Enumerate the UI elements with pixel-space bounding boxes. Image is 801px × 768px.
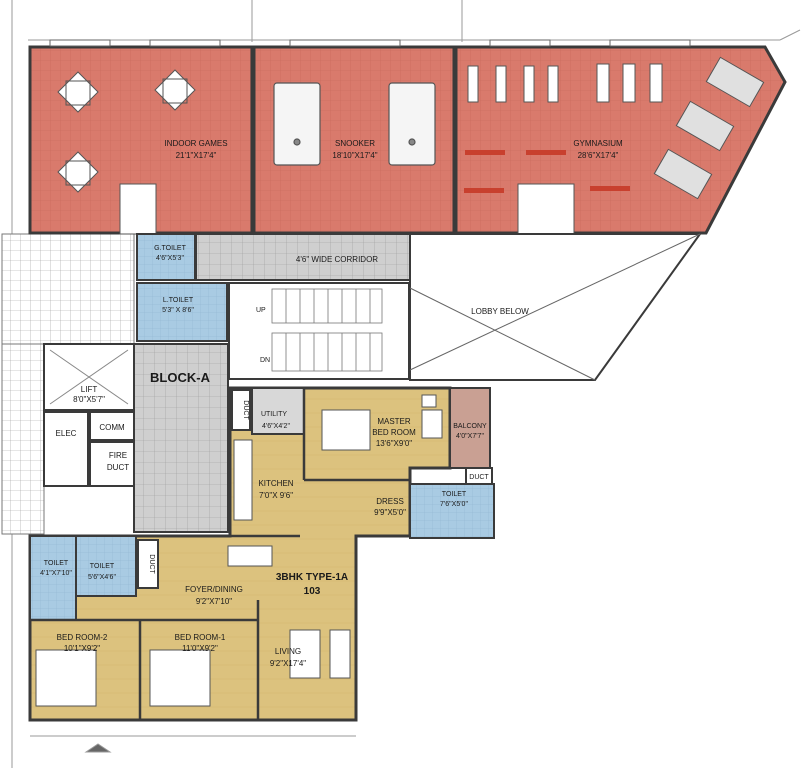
living-size: 9'2"X17'4" (270, 659, 306, 668)
toilet-left-label: TOILET (44, 560, 69, 567)
duct-label-lower: DUCT (148, 554, 155, 574)
elec-label: ELEC (56, 429, 77, 438)
toilet-mid-label: TOILET (90, 563, 115, 570)
apartment-103 (28, 386, 495, 722)
master-bed-label-1: MASTER (377, 417, 411, 426)
snooker-tables (273, 82, 436, 166)
terrace-left (1, 233, 135, 345)
lift-size: 8'0"X5'7" (73, 395, 105, 404)
balcony (449, 387, 491, 469)
duct-shaft-balcony (465, 467, 493, 485)
dress-size: 9'9"X5'0" (374, 508, 406, 517)
utility-size: 4'6"X4'2" (262, 423, 290, 430)
block-a-label: BLOCK-A (150, 370, 211, 385)
utility-label: UTILITY (261, 411, 287, 418)
g-toilet (136, 233, 196, 281)
master-toilet-size: 7'6"X5'0" (440, 501, 468, 508)
kitchen-label: KITCHEN (258, 479, 293, 488)
labels: INDOOR GAMES 21'1"X17'4" SNOOKER 18'10"X… (40, 139, 623, 668)
l-toilet-size: 5'3" X 8'6" (162, 307, 194, 314)
amenity-alcoves (119, 183, 575, 235)
duct-shaft-lower (137, 539, 159, 589)
master-bed-size: 13'6"X9'0" (376, 439, 412, 448)
snooker-size: 18'10"X17'4" (332, 151, 377, 160)
duct-label-upper: DUCT (242, 400, 249, 420)
balcony-label: BALCONY (453, 423, 487, 430)
gymnasium-size: 28'6"X17'4" (578, 151, 619, 160)
utility-room (251, 387, 305, 435)
stair-core (228, 282, 410, 380)
bed1-size: 11'0"X9'2" (182, 644, 218, 653)
balcony-size: 4'0"X7'7" (456, 433, 484, 440)
indoor-games-label: INDOOR GAMES (164, 139, 227, 148)
kitchen-size: 7'0"X 9'6" (259, 491, 293, 500)
snooker-label: SNOOKER (335, 139, 375, 148)
living-label: LIVING (275, 647, 301, 656)
bed2-label: BED ROOM-2 (57, 633, 108, 642)
lobby-below (409, 233, 702, 381)
toilet-mid (75, 535, 137, 597)
gym-equipment (464, 56, 765, 200)
foyer-label: FOYER/DINING (185, 585, 243, 594)
toilet-left-size: 4'1"X7'10" (40, 570, 72, 577)
comm-label: COMM (99, 423, 125, 432)
gymnasium-label: GYMNASIUM (573, 139, 623, 148)
stair-up-label: UP (256, 307, 266, 314)
site-bottom (30, 735, 356, 753)
master-bed-label-2: BED ROOM (372, 428, 416, 437)
unit-number-label: 103 (304, 586, 321, 597)
dress-label: DRESS (376, 497, 404, 506)
foyer-size: 9'2"X7'10" (196, 597, 232, 606)
toilet-mid-size: 5'6"X4'6" (88, 574, 116, 581)
service-core (43, 343, 135, 487)
stair-down-label: DN (260, 357, 270, 364)
lift-label: LIFT (81, 385, 98, 394)
fire-duct-label-1: FIRE (109, 451, 127, 460)
indoor-games-size: 21'1"X17'4" (176, 151, 217, 160)
g-toilet-size: 4'6"X5'3" (156, 255, 184, 262)
toilet-left (29, 535, 77, 621)
master-toilet (409, 483, 495, 539)
duct-shaft-upper (231, 389, 251, 431)
corridor-label: 4'6" WIDE CORRIDOR (296, 255, 378, 264)
unit-type-label: 3BHK TYPE-1A (276, 572, 348, 583)
terrace-left-lower (1, 343, 45, 535)
lobby-label: LOBBY BELOW (471, 307, 529, 316)
bed2-size: 10'1"X9'2" (64, 644, 100, 653)
game-tables (57, 69, 196, 193)
g-toilet-label: G.TOILET (154, 245, 186, 252)
l-toilet (136, 282, 228, 342)
bed1-label: BED ROOM-1 (175, 633, 226, 642)
block-a-lobby (133, 343, 229, 533)
l-toilet-label: L.TOILET (163, 297, 194, 304)
master-toilet-label: TOILET (442, 491, 467, 498)
stair-steps (271, 288, 383, 372)
fire-duct-label-2: DUCT (107, 463, 129, 472)
duct-label-balcony: DUCT (469, 474, 489, 481)
